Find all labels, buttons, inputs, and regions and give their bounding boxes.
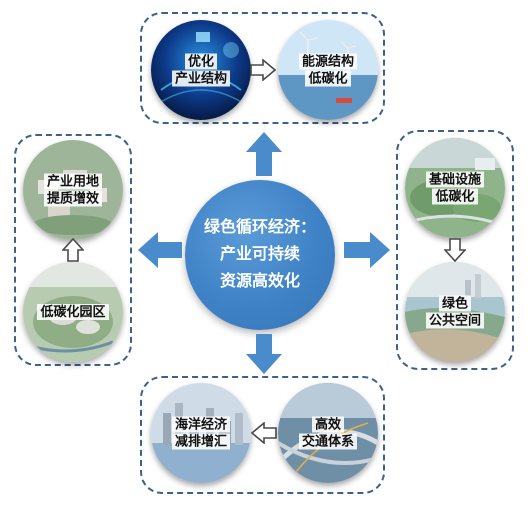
top-group-frame — [140, 12, 385, 124]
label-low-carbon-park: 低碳化园区 — [37, 304, 109, 320]
center-title-line-1: 绿色循环经济： — [203, 219, 316, 236]
hollow-arrow-left-icon — [251, 422, 277, 444]
tech-background-icon — [151, 20, 251, 120]
label-infrastructure-line-2: 低碳化 — [432, 188, 478, 205]
arrow-down-icon — [246, 334, 282, 374]
label-transport-line-2: 交通体系 — [298, 433, 357, 450]
center-circle: 绿色循环经济： 产业可持续 资源高效化 — [185, 180, 335, 330]
highway-interchange-icon — [278, 383, 378, 483]
left-group-frame — [14, 134, 132, 366]
circle-infrastructure: 基础设施 低碳化 — [405, 138, 505, 238]
label-marine-line-1: 海洋经济 — [171, 416, 230, 433]
circle-green-public-space: 绿色 公共空间 — [405, 262, 505, 362]
label-transport-line-1: 高效 — [311, 416, 344, 433]
bottom-group-frame — [140, 376, 385, 494]
circle-low-carbon-park: 低碳化园区 — [23, 262, 123, 362]
harbor-city-icon — [151, 383, 251, 483]
label-energy-line-1: 能源结构 — [298, 53, 357, 70]
arrow-up-icon — [246, 132, 282, 176]
hollow-arrow-up-icon — [62, 238, 84, 262]
hollow-arrow-down-icon — [444, 238, 466, 262]
label-optimize-line-2: 产业结构 — [171, 70, 230, 87]
label-optimize-line-1: 优化 — [184, 53, 217, 70]
center-title-line-2: 产业可持续 — [219, 246, 300, 263]
green-city-aerial-icon — [405, 138, 505, 238]
circle-optimize-industry: 优化 产业结构 — [151, 20, 251, 120]
circle-industrial-land: 产业用地 提质增效 — [23, 140, 123, 240]
hollow-arrow-right-icon — [250, 59, 276, 81]
circle-marine-economy: 海洋经济 减排增汇 — [151, 383, 251, 483]
label-marine-line-2: 减排增汇 — [171, 433, 230, 450]
label-industrial-line-2: 提质增效 — [43, 190, 102, 207]
coastal-park-icon — [405, 262, 505, 362]
label-industrial-line-1: 产业用地 — [43, 173, 102, 190]
right-group-frame — [396, 130, 514, 370]
label-energy-line-2: 低碳化 — [305, 70, 351, 87]
center-title-line-3: 资源高效化 — [219, 273, 300, 290]
arrow-left-icon — [138, 232, 182, 268]
label-public-space-line-2: 公共空间 — [425, 312, 484, 329]
arrow-right-icon — [344, 232, 390, 268]
label-public-space-line-1: 绿色 — [438, 295, 471, 312]
circle-transport-system: 高效 交通体系 — [278, 383, 378, 483]
label-infrastructure-line-1: 基础设施 — [425, 171, 484, 188]
circle-energy-structure: 能源结构 低碳化 — [278, 20, 378, 120]
